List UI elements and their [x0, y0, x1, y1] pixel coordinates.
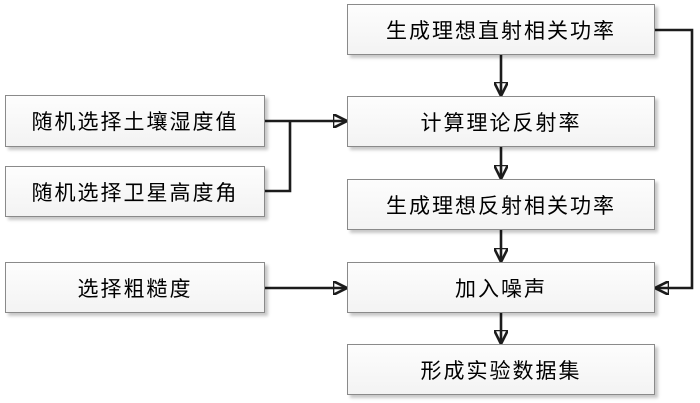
node-label: 加入噪声 [455, 276, 547, 301]
node-generate-ideal-reflect-power: 生成理想反射相关功率 [347, 179, 655, 230]
node-label: 随机选择卫星高度角 [31, 180, 239, 205]
node-label: 生成理想反射相关功率 [386, 193, 616, 218]
edge-direct-to-noise-around-right [655, 28, 694, 288]
node-random-soil-moisture: 随机选择土壤湿度值 [5, 95, 265, 147]
node-label: 选择粗糙度 [77, 276, 193, 301]
node-label: 计算理论反射率 [420, 110, 582, 135]
node-add-noise: 加入噪声 [347, 262, 655, 313]
node-label: 形成实验数据集 [420, 358, 582, 383]
node-label: 生成理想直射相关功率 [386, 18, 616, 43]
node-compute-theoretical-reflectivity: 计算理论反射率 [347, 96, 655, 147]
edge-satellite-merge [265, 121, 292, 193]
node-random-satellite-elevation: 随机选择卫星高度角 [5, 166, 265, 217]
node-select-roughness: 选择粗糙度 [5, 262, 265, 313]
node-label: 随机选择土壤湿度值 [31, 110, 239, 134]
node-generate-ideal-direct-power: 生成理想直射相关功率 [347, 4, 655, 55]
node-form-experiment-dataset: 形成实验数据集 [347, 344, 655, 395]
